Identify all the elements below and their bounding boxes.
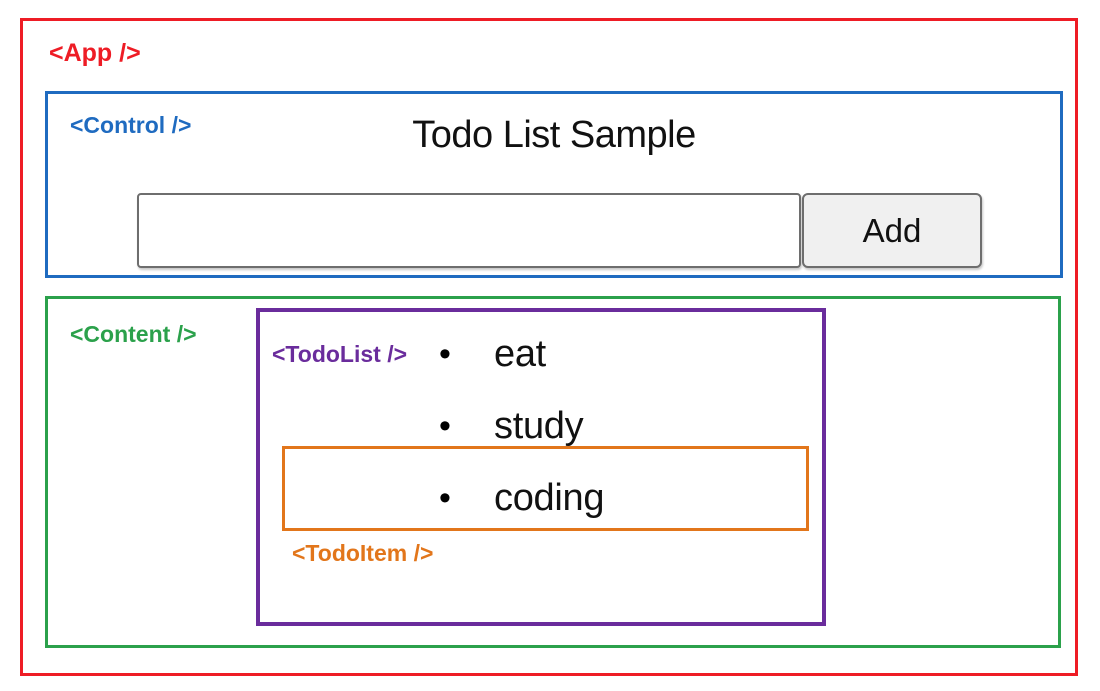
add-todo-row: Add: [137, 193, 982, 268]
list-item[interactable]: • eat: [260, 318, 822, 390]
page-title: Todo List Sample: [412, 114, 696, 156]
content-component-box: <Content /> <TodoList /> • eat • study •…: [45, 296, 1061, 648]
bullet-icon: •: [439, 479, 451, 517]
todolist-component-box: <TodoList /> • eat • study • coding <Tod…: [256, 308, 826, 626]
app-component-box: <App /> <Control /> Todo List Sample Add…: [20, 18, 1078, 676]
bullet-icon: •: [439, 335, 451, 373]
control-component-tag-label: <Control />: [70, 112, 192, 138]
control-component-box: <Control /> Todo List Sample Add: [45, 91, 1063, 278]
todo-text-input[interactable]: [137, 193, 801, 268]
content-component-tag-label: <Content />: [70, 321, 197, 347]
bullet-icon: •: [439, 407, 451, 445]
todoitem-component-tag-label: <TodoItem />: [292, 540, 434, 566]
list-item[interactable]: • study: [260, 390, 822, 462]
list-item[interactable]: • coding: [260, 462, 822, 534]
app-component-tag-label: <App />: [49, 39, 141, 67]
list-item-label: eat: [494, 332, 546, 375]
list-item-label: coding: [494, 476, 605, 519]
add-button[interactable]: Add: [802, 193, 982, 268]
todolist-component-tag-label: <TodoList />: [272, 341, 408, 367]
list-item-label: study: [494, 404, 584, 447]
